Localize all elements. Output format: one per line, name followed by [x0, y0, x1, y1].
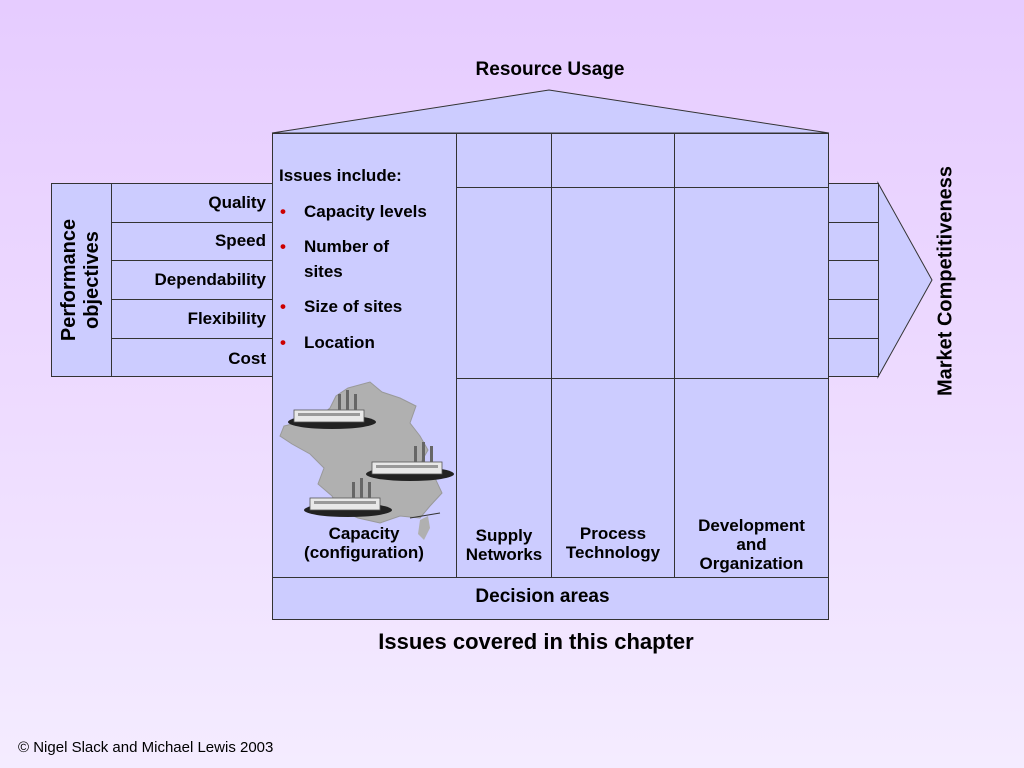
competitiveness-row [828, 338, 879, 377]
chapter-caption: Issues covered in this chapter [378, 629, 694, 654]
grid-cell [551, 133, 675, 188]
column-label-line: and [736, 535, 767, 554]
roof-title: Resource Usage [475, 59, 625, 80]
issue-text: Size of sites [304, 297, 403, 316]
objective-cost: Cost [228, 349, 266, 368]
column-label-line: Process [579, 524, 647, 543]
objective-flexibility: Flexibility [187, 309, 266, 328]
copyright-text: © Nigel Slack and Michael Lewis 2003 [18, 739, 274, 756]
roof-shape [271, 89, 830, 134]
competitiveness-row [828, 222, 879, 261]
column-label-line: (configuration) [304, 543, 424, 562]
grid-cell [674, 187, 829, 379]
supply-networks-column [456, 378, 552, 578]
arrow-shape [877, 181, 933, 379]
column-label-line: Networks [465, 545, 543, 564]
objective-row [111, 338, 273, 377]
grid-cell [551, 187, 675, 379]
issue-text: Capacity levels [304, 202, 427, 221]
bullet-icon: • [280, 202, 286, 221]
development-organization-column [674, 378, 829, 578]
issue-number-of-sites: • Number of [280, 234, 389, 259]
column-label-supply-networks: Supply Networks [457, 526, 551, 564]
column-label-development-organization: Development and Organization [675, 516, 828, 573]
performance-label-line2: objectives [81, 231, 103, 329]
issues-heading: Issues include: [279, 166, 402, 185]
column-label-process-technology: Process Technology [552, 524, 674, 562]
grid-cell [674, 133, 829, 188]
column-label-line: Capacity [328, 524, 400, 543]
objective-speed: Speed [214, 231, 266, 250]
issue-text: sites [304, 262, 343, 281]
issue-text: Number of [304, 237, 389, 256]
issue-text: Location [304, 333, 375, 352]
factory-icon [288, 390, 376, 429]
issue-sites-continuation: sites [292, 259, 343, 284]
factory-icon [304, 478, 392, 517]
objective-row [111, 299, 273, 339]
process-technology-column [551, 378, 675, 578]
grid-cell [456, 133, 552, 188]
corsica-shape [418, 516, 430, 540]
market-competitiveness-label: Market Competitiveness [934, 165, 957, 397]
column-label-capacity: Capacity (configuration) [274, 524, 454, 562]
column-label-line: Technology [565, 543, 661, 562]
column-label-line: Organization [699, 554, 804, 573]
column-label-line: Supply [475, 526, 533, 545]
decision-areas-bar [272, 577, 829, 620]
factory-icon [366, 442, 454, 481]
objective-row [111, 260, 273, 300]
competitiveness-row [828, 183, 879, 223]
france-map-illustration [279, 381, 454, 540]
bullet-icon: • [280, 297, 286, 316]
performance-objectives-label: Performance objectives [58, 219, 104, 341]
bullet-icon: • [280, 237, 286, 256]
decision-areas-label: Decision areas [475, 586, 610, 607]
performance-label-line1: Performance [58, 218, 80, 342]
competitiveness-row [828, 260, 879, 300]
grid-cell [456, 187, 552, 379]
issue-capacity-levels: • Capacity levels [280, 199, 427, 224]
column-label-line: Development [698, 516, 805, 535]
bullet-icon: • [280, 333, 286, 352]
issue-location: • Location [280, 330, 375, 355]
issue-size-of-sites: • Size of sites [280, 294, 403, 319]
objective-quality: Quality [208, 193, 266, 212]
competitiveness-row [828, 299, 879, 339]
performance-objectives-panel [51, 183, 112, 377]
map-border-line [409, 512, 441, 519]
objective-dependability: Dependability [154, 270, 266, 289]
